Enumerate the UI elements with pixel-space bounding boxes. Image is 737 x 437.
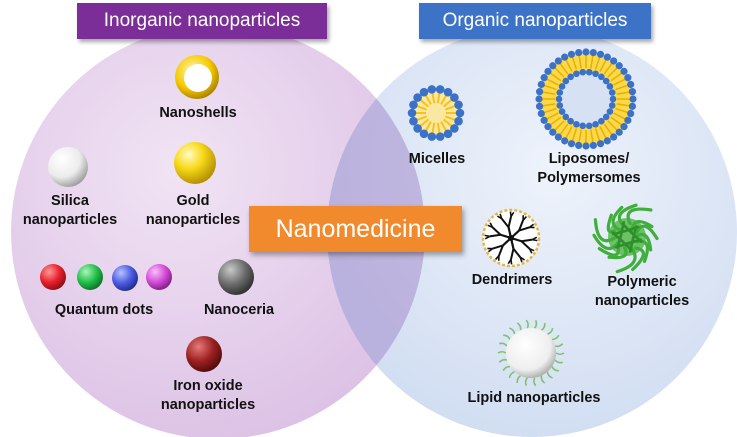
iron-oxide-nanoparticle-icon bbox=[186, 336, 222, 372]
gold-nanoparticle-icon bbox=[174, 142, 216, 184]
dendrimers-label: Dendrimers bbox=[471, 272, 553, 288]
silica-nanoparticles-label: Silica nanoparticles bbox=[22, 193, 118, 228]
polymeric-nanoparticles-label: Polymeric nanoparticles bbox=[594, 274, 690, 309]
polymeric-nanoparticle-icon bbox=[592, 203, 659, 274]
iron-oxide-nanoparticles-label: Iron oxide nanoparticles bbox=[160, 378, 256, 413]
silica-nanoparticle-icon bbox=[48, 147, 88, 187]
nanomedicine-center-label: Nanomedicine bbox=[249, 206, 462, 252]
nanoshells-label: Nanoshells bbox=[159, 105, 237, 121]
organic-nanoparticles-header: Organic nanoparticles bbox=[419, 3, 651, 39]
lipid-nanoparticle-icon bbox=[497, 319, 565, 387]
lipid-nanoparticles-label: Lipid nanoparticles bbox=[467, 390, 601, 406]
quantum-dot-red-icon bbox=[40, 264, 66, 290]
liposomes-polymersomes-label: Liposomes/ Polymersomes bbox=[537, 151, 641, 186]
nanoceria-icon bbox=[218, 259, 254, 295]
inorganic-circle bbox=[11, 25, 425, 437]
dendrimer-icon bbox=[481, 208, 541, 268]
liposome-icon bbox=[535, 48, 637, 150]
micelles-label: Micelles bbox=[408, 151, 466, 167]
quantum-dots-label: Quantum dots bbox=[54, 302, 154, 318]
gold-nanoparticles-label: Gold nanoparticles bbox=[145, 193, 241, 228]
nanoceria-label: Nanoceria bbox=[203, 302, 275, 318]
quantum-dot-magenta-icon bbox=[146, 264, 172, 290]
micelle-icon bbox=[407, 85, 465, 141]
quantum-dot-green-icon bbox=[77, 264, 103, 290]
inorganic-nanoparticles-header: Inorganic nanoparticles bbox=[77, 3, 327, 39]
nanoshell-icon bbox=[175, 55, 219, 99]
quantum-dot-blue-icon bbox=[112, 265, 138, 291]
